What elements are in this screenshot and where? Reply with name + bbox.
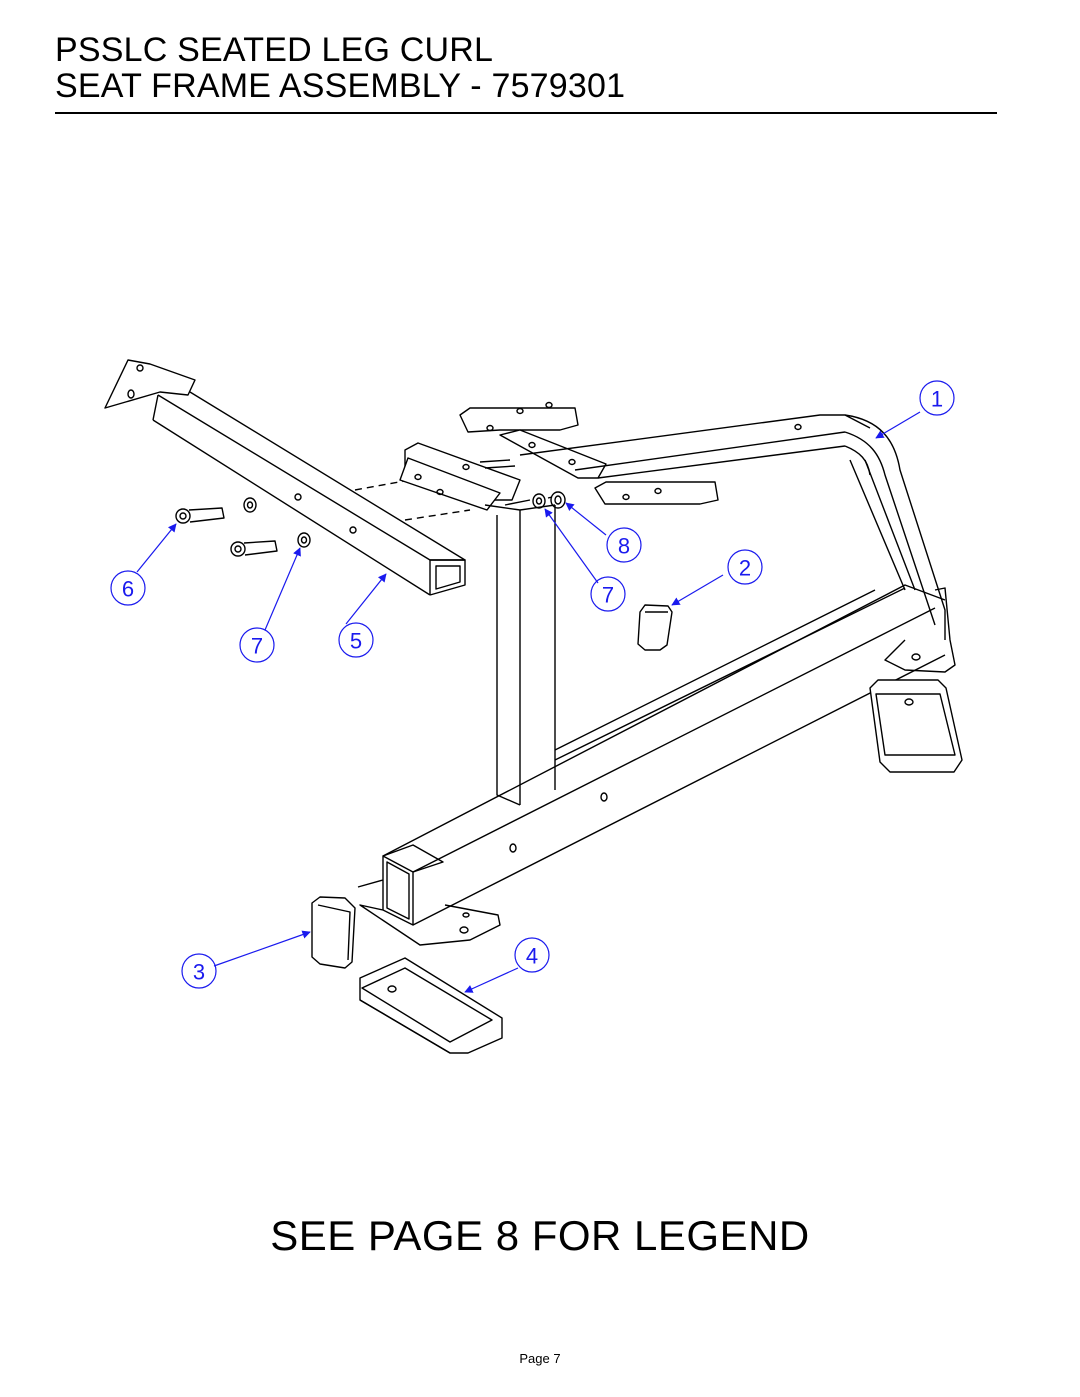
leader-1 bbox=[875, 411, 921, 439]
leader-3 bbox=[213, 930, 311, 967]
callout-circle-4 bbox=[514, 937, 550, 973]
callout-label-3: 3 bbox=[193, 960, 205, 985]
callout-label-8: 8 bbox=[618, 534, 630, 559]
callout-label-1: 1 bbox=[931, 387, 943, 412]
header-rule bbox=[55, 112, 997, 114]
assembly-line bbox=[404, 509, 471, 521]
foot-pad-rear bbox=[869, 679, 963, 773]
leader-8 bbox=[565, 502, 607, 536]
callout-label-7b: 7 bbox=[602, 583, 614, 608]
leader-5 bbox=[345, 573, 387, 625]
callout-circle-1 bbox=[919, 380, 955, 416]
end-cap-upper bbox=[637, 604, 673, 651]
callout-circle-2 bbox=[727, 549, 763, 585]
front-tube-end bbox=[382, 844, 444, 926]
washer-upper bbox=[243, 497, 257, 513]
callout-circle-7b bbox=[590, 576, 626, 612]
callout-circle-3 bbox=[181, 953, 217, 989]
seat-support-tube bbox=[104, 359, 466, 596]
page-number: Page 7 bbox=[519, 1351, 561, 1366]
leader-4 bbox=[464, 967, 519, 993]
callout-circle-5 bbox=[338, 622, 374, 658]
top-rail bbox=[519, 414, 946, 640]
base-beam bbox=[382, 584, 946, 926]
leader-2 bbox=[671, 574, 724, 606]
page-title-line2: SEAT FRAME ASSEMBLY - 7579301 bbox=[55, 67, 626, 105]
rear-diagonal-brace bbox=[849, 459, 916, 591]
foot-pad-front bbox=[359, 957, 503, 1054]
page-title-line1: PSSLC SEATED LEG CURL bbox=[55, 31, 494, 69]
callout-label-2: 2 bbox=[739, 556, 751, 581]
callout-label-7a: 7 bbox=[251, 634, 263, 659]
callout-label-5: 5 bbox=[350, 629, 362, 654]
callout-circle-6 bbox=[110, 570, 146, 606]
callout-circle-8 bbox=[606, 527, 642, 563]
front-foot-plate bbox=[357, 879, 501, 946]
assembly-line bbox=[354, 479, 411, 491]
leader-7a bbox=[264, 547, 301, 631]
bolt-lower bbox=[230, 540, 278, 557]
legend-note: SEE PAGE 8 FOR LEGEND bbox=[270, 1212, 810, 1259]
end-cap-lower bbox=[311, 896, 356, 969]
vertical-post bbox=[484, 504, 556, 806]
mount-nut bbox=[550, 491, 566, 509]
leader-6 bbox=[136, 523, 177, 573]
washer-lower bbox=[297, 532, 311, 548]
callout-label-6: 6 bbox=[122, 577, 134, 602]
callout-label-4: 4 bbox=[526, 944, 538, 969]
bolt-upper bbox=[175, 507, 225, 524]
mount-washer bbox=[532, 493, 546, 509]
seat-mount-plates bbox=[399, 401, 719, 511]
page-header: PSSLC SEATED LEG CURL SEAT FRAME ASSEMBL… bbox=[55, 32, 995, 104]
leader-7b bbox=[544, 508, 599, 584]
callout-circle-7a bbox=[239, 627, 275, 663]
rear-foot-plate bbox=[884, 587, 956, 673]
